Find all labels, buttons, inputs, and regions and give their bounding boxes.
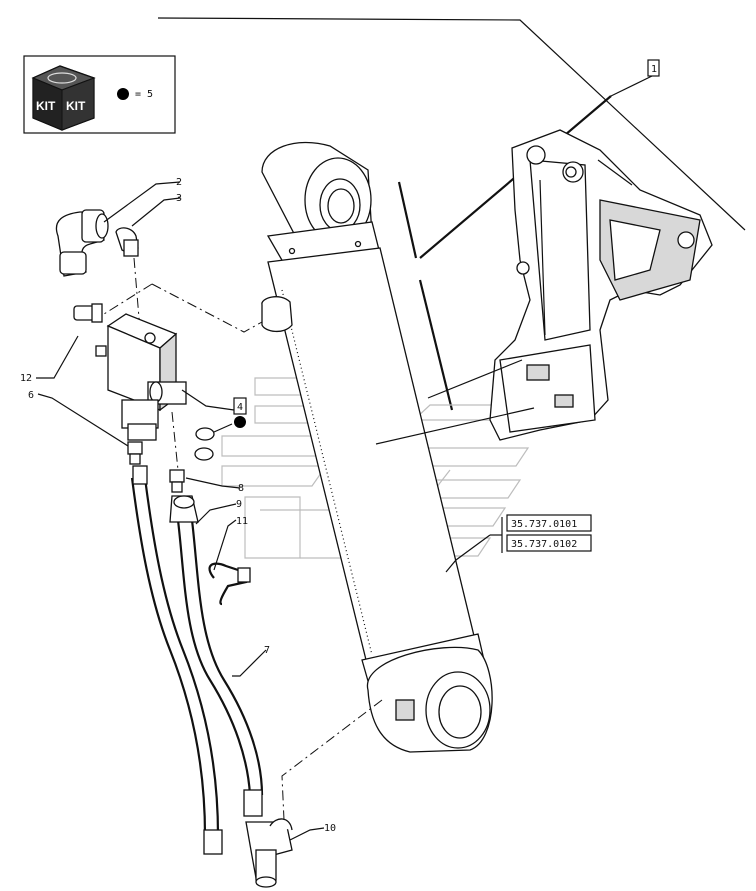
reference-box-b — [506, 534, 592, 552]
callout-7: 7 — [264, 645, 270, 656]
leader-10 — [289, 827, 325, 841]
fitting-elbow-3 — [115, 227, 139, 257]
leader-reference — [445, 534, 491, 573]
cylinder-port-fitting — [261, 296, 293, 333]
callout-2: 2 — [176, 177, 182, 188]
leader-cylinder-to-arm-b — [375, 407, 535, 445]
fitting-8 — [169, 469, 185, 493]
centerline-to-cylinder-port — [151, 283, 263, 333]
leader-line-1 — [610, 75, 653, 97]
reference-box-a — [506, 514, 592, 532]
centerline-fitting-10 — [281, 699, 383, 821]
hose-9-end-nut — [243, 789, 263, 817]
kit-equals-text: = 5 — [135, 89, 153, 100]
leader-6 — [37, 393, 129, 447]
cylinder-barrel — [267, 247, 476, 669]
loader-arm-assembly — [489, 129, 713, 441]
hose-7 — [130, 465, 223, 855]
callout-4-box — [233, 397, 247, 415]
legend-frame — [23, 55, 176, 134]
callout-3: 3 — [176, 193, 182, 204]
fitting-10 — [245, 818, 293, 888]
callout-10: 10 — [324, 823, 336, 834]
leader-8 — [185, 477, 241, 489]
hydraulic-cylinder — [261, 141, 493, 753]
leader-line-top — [157, 17, 746, 231]
callout-1-box — [647, 59, 660, 77]
callout-8: 8 — [238, 483, 244, 494]
leader-3 — [131, 197, 181, 227]
thick-pointer-a — [397, 181, 418, 259]
kit-dot-icon — [117, 88, 129, 100]
valve-block — [95, 313, 187, 441]
kit-box-icon: KIT KIT — [31, 65, 96, 131]
kit-dot-marker — [234, 416, 246, 428]
callout-11: 11 — [236, 516, 248, 527]
thick-pointer-b — [418, 279, 454, 411]
leader-11 — [213, 519, 237, 571]
kit-label-right: KIT — [66, 99, 86, 113]
fitting-12 — [73, 303, 103, 323]
kit-label-left: KIT — [36, 99, 56, 113]
hose-7-end-nut — [203, 829, 223, 855]
centerline-fitting-12 — [103, 283, 153, 315]
callout-4: 4 — [237, 402, 243, 413]
callout-12: 12 — [20, 373, 32, 384]
reference-boxes: 35.737.0101 35.737.0102 — [445, 514, 592, 573]
o-ring-upper — [195, 427, 215, 441]
leader-7 — [232, 649, 267, 677]
cable-tie-11 — [208, 562, 251, 606]
leader-12 — [36, 335, 79, 379]
callout-1: 1 — [651, 64, 657, 75]
kit-legend: KIT KIT = 5 — [23, 55, 176, 134]
fitting-6 — [127, 441, 143, 465]
leader-2 — [103, 181, 181, 223]
cylinder-base-port — [395, 699, 415, 721]
fitting-elbow-2 — [55, 209, 109, 277]
leader-9 — [195, 503, 237, 525]
leader-4 — [181, 389, 235, 411]
callout-9: 9 — [236, 499, 242, 510]
leader-cylinder-to-arm-a — [427, 359, 523, 399]
hose-9 — [169, 495, 264, 817]
centerline-elbow-3 — [133, 257, 141, 331]
reference-a-text: 35.737.0101 — [511, 519, 577, 530]
reference-b-text: 35.737.0102 — [511, 539, 577, 550]
centerline-valve-down — [171, 411, 179, 471]
leader-4-o-ring — [213, 423, 233, 433]
callout-6: 6 — [28, 390, 34, 401]
o-ring-lower — [194, 447, 214, 461]
